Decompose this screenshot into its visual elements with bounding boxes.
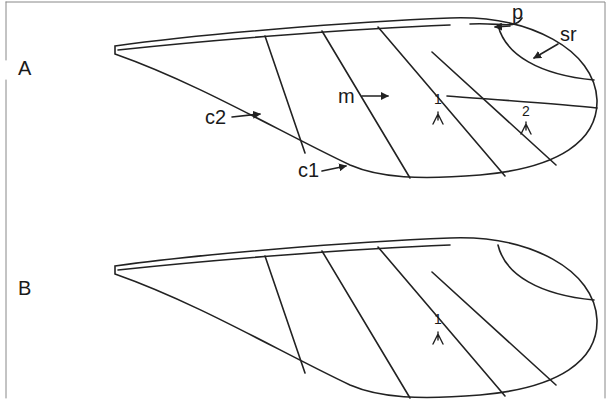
part-label: sr [560, 24, 577, 44]
part-label: m [338, 86, 355, 106]
callout-number: 1 [434, 92, 442, 106]
callout-number: 1 [434, 312, 442, 326]
part-label: p [512, 2, 523, 22]
figure-letter: A [18, 58, 31, 78]
part-label: c1 [298, 160, 319, 180]
callout-number: 2 [522, 104, 530, 118]
part-label: c2 [205, 107, 226, 127]
figure-letter: B [18, 278, 31, 298]
